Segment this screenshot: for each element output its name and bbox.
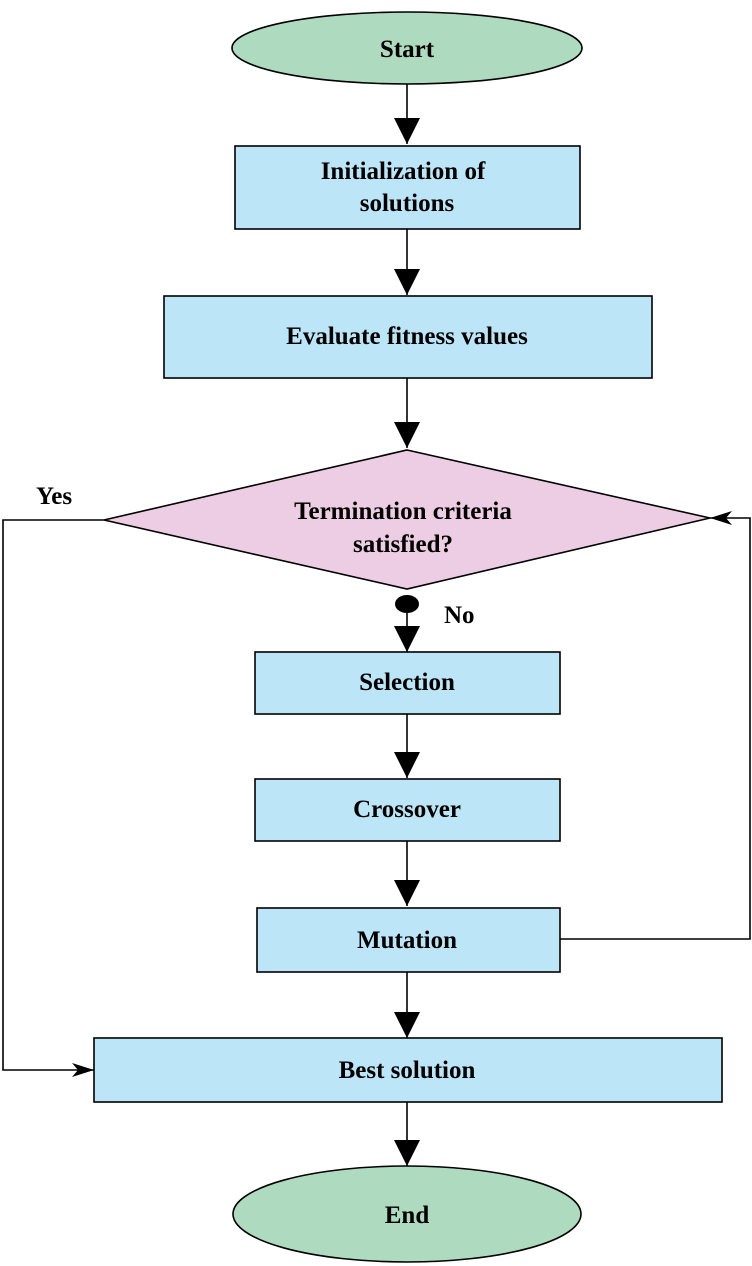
edge-mutation-loop-back [560, 511, 751, 940]
decision-label-line2: satisfied? [353, 531, 453, 558]
decision-diamond [103, 449, 711, 590]
edge-yes-to-best [2, 519, 104, 1077]
selection-node: Selection [254, 651, 561, 715]
best-solution-label: Best solution [339, 1057, 476, 1084]
mutation-node: Mutation [256, 907, 561, 973]
no-branch-dot [395, 595, 419, 613]
no-label: No [444, 602, 475, 629]
end-node: End [232, 1165, 582, 1263]
start-label: Start [380, 36, 435, 63]
initialization-label-line1: Initialization of [321, 158, 486, 185]
yes-label: Yes [36, 483, 72, 510]
crossover-label: Crossover [353, 796, 461, 823]
best-solution-node: Best solution [93, 1037, 723, 1103]
decision-node: Termination criteria satisfied? [103, 449, 711, 590]
crossover-box [254, 778, 561, 842]
start-node: Start [231, 11, 583, 85]
initialization-box [234, 145, 581, 230]
end-label: End [385, 1202, 430, 1229]
evaluate-node: Evaluate fitness values [163, 295, 653, 379]
best-solution-box [93, 1037, 723, 1103]
initialization-node: Initialization of solutions [234, 145, 581, 230]
selection-box [254, 651, 561, 715]
initialization-label-line2: solutions [360, 190, 455, 217]
start-shape [231, 11, 583, 85]
selection-label: Selection [359, 669, 455, 696]
evaluate-box [163, 295, 653, 379]
mutation-box [256, 907, 561, 973]
end-shape [232, 1165, 582, 1263]
mutation-label: Mutation [357, 927, 457, 954]
decision-label-line1: Termination criteria [294, 498, 512, 525]
crossover-node: Crossover [254, 778, 561, 842]
evaluate-label: Evaluate fitness values [286, 323, 528, 350]
